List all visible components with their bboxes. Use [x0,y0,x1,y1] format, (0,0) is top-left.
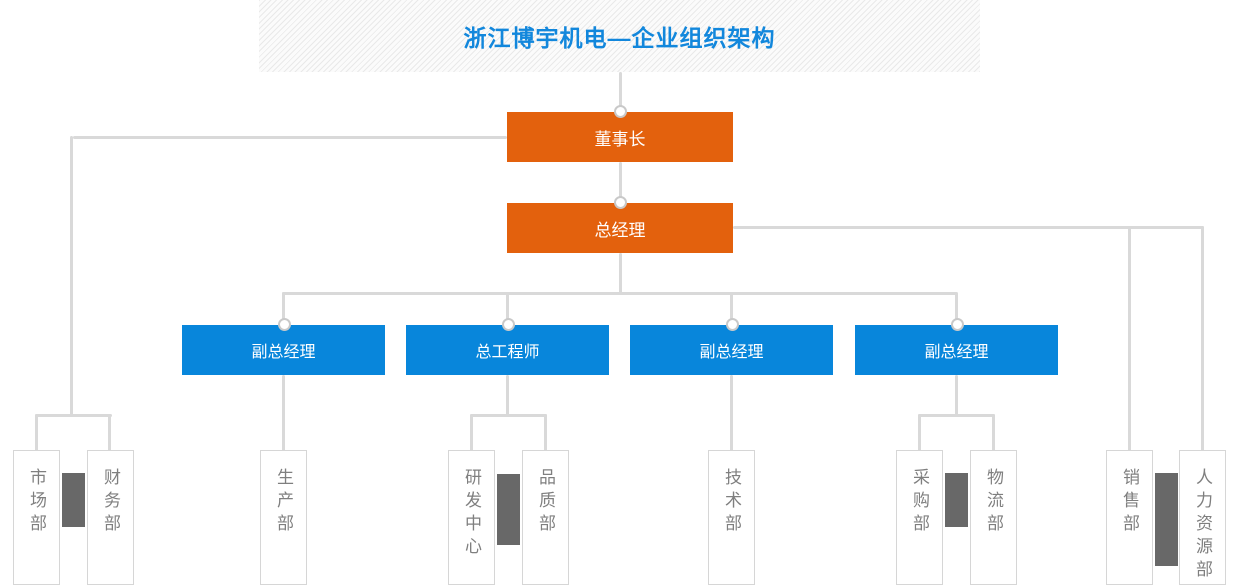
dept-purchasing-label: 采购部 [910,468,929,537]
connector-line [282,375,285,452]
divider-block [945,473,968,527]
dept-hr-label: 人力资源部 [1193,468,1212,583]
connector-line [733,225,1204,229]
connector-dot-icon [725,318,739,331]
dept-rnd-center-label: 研发中心 [462,468,481,560]
divider-block [1155,473,1178,566]
connector-line [1201,225,1204,452]
dept-marketing-label: 市场部 [27,468,46,537]
connector-dot-icon [501,318,515,331]
node-chairman-label: 董事长 [594,129,646,149]
connector-dot-icon [614,105,627,118]
node-deputy-gm-3-label: 副总经理 [924,344,989,361]
connector-line [618,162,622,204]
node-chief-engineer: 总工程师 [406,318,609,375]
connector-line [70,135,73,417]
node-deputy-gm-2-label: 副总经理 [699,344,764,361]
node-deputy-gm-1: 副总经理 [182,318,385,375]
connector-line [73,135,507,139]
node-deputy-gm-1-label: 副总经理 [251,344,316,361]
connector-line [618,72,622,114]
dept-logistics: 物流部 [970,450,1017,585]
connector-line [544,413,547,452]
dept-sales-label: 销售部 [1120,468,1139,537]
dept-logistics-label: 物流部 [984,468,1003,537]
connector-line [954,375,958,416]
connector-line [108,413,111,452]
dept-rnd-center: 研发中心 [448,450,495,585]
connector-line [506,291,509,327]
dept-finance: 财务部 [87,450,134,585]
divider-block [62,473,85,527]
node-deputy-gm-2: 副总经理 [630,318,833,375]
connector-dot-icon [614,196,627,209]
page-title: 浙江博宇机电—企业组织架构 [463,25,776,51]
dept-production: 生产部 [260,450,307,585]
dept-quality-label: 品质部 [536,468,555,537]
dept-finance-label: 财务部 [101,468,120,537]
node-general-manager-label: 总经理 [594,220,646,240]
connector-dot-icon [277,318,291,331]
node-chief-engineer-label: 总工程师 [475,344,540,361]
dept-marketing: 市场部 [13,450,60,585]
connector-line [35,413,112,417]
connector-line [918,413,921,452]
dept-technical: 技术部 [708,450,755,585]
dept-quality: 品质部 [522,450,569,585]
node-chairman: 董事长 [507,105,733,162]
dept-sales: 销售部 [1106,450,1153,585]
node-deputy-gm-3: 副总经理 [855,318,1058,375]
connector-line [730,291,733,327]
connector-dot-icon [950,318,964,331]
connector-line [618,253,622,294]
node-general-manager: 总经理 [507,196,733,253]
dept-technical-label: 技术部 [722,468,741,537]
connector-line [992,413,995,452]
connector-line [470,413,473,452]
dept-hr: 人力资源部 [1179,450,1226,585]
dept-purchasing: 采购部 [896,450,943,585]
divider-block [497,474,520,545]
connector-line [1128,225,1131,452]
connector-line [35,413,38,452]
connector-line [730,375,733,452]
connector-line [282,291,285,327]
connector-line [506,375,509,416]
dept-production-label: 生产部 [274,468,293,537]
connector-line [954,291,958,327]
title-banner: 浙江博宇机电—企业组织架构 [259,0,980,72]
